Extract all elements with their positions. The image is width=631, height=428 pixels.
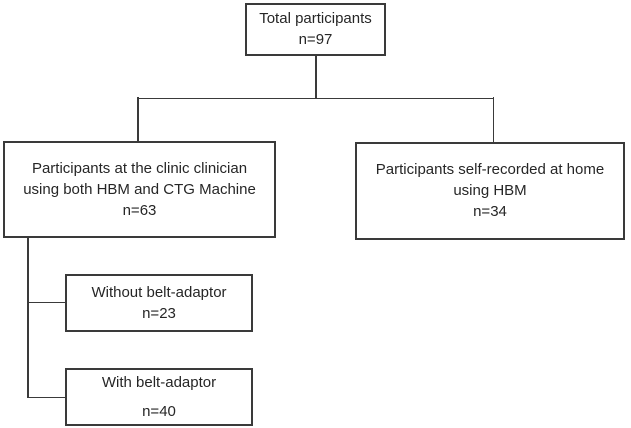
connector-sub-spine [27, 237, 29, 398]
node-label: Without belt-adaptor [91, 283, 227, 301]
connector-left-drop [137, 97, 139, 142]
node-label: using both HBM and CTG Machine [23, 180, 256, 198]
node-count: n=34 [473, 203, 507, 220]
node-without-belt-adaptor: Without belt-adaptor n=23 [65, 274, 253, 332]
connector-right-drop [492, 97, 494, 143]
node-count: n=23 [142, 304, 176, 322]
node-label: Participants at the clinic clinician [31, 159, 248, 177]
node-label: With belt-adaptor [101, 373, 217, 391]
node-home-participants: Participants self-recorded at home using… [355, 142, 625, 240]
node-count: n=63 [122, 201, 157, 219]
connector-branch-rail [137, 97, 494, 99]
node-count: n=40 [142, 402, 176, 420]
connector-with-branch [27, 396, 66, 398]
node-label: using HBM [453, 182, 527, 199]
node-with-belt-adaptor: With belt-adaptor n=40 [65, 368, 253, 426]
node-count: n=97 [298, 31, 333, 48]
node-label: Total participants [259, 10, 372, 27]
node-total-participants: Total participants n=97 [245, 3, 386, 56]
connector-without-branch [27, 301, 66, 303]
node-clinic-participants: Participants at the clinic clinician usi… [3, 141, 276, 238]
node-label: Participants self-recorded at home [375, 161, 605, 178]
connector-top-stem [315, 56, 317, 99]
